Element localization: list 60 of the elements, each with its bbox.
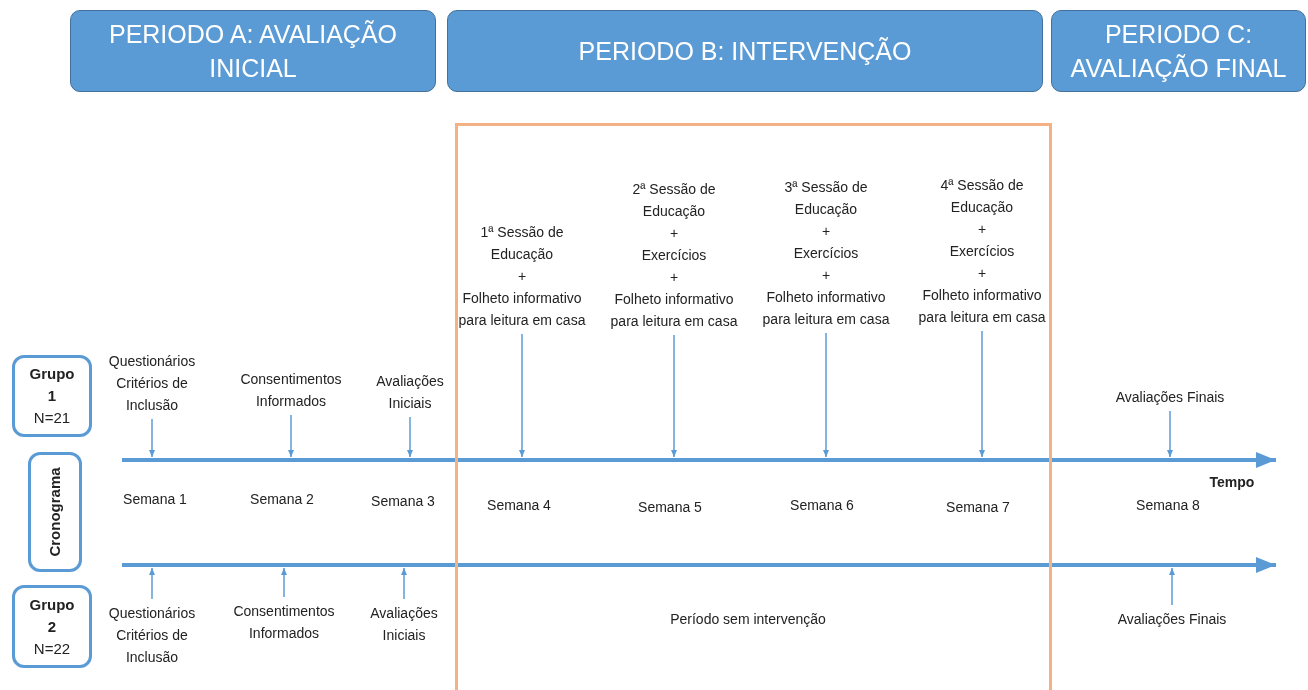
period-banner: PERIODO A: AVALIAÇÃO INICIAL xyxy=(70,10,436,92)
note-text: Período sem intervenção xyxy=(669,610,827,629)
plus-sign: + xyxy=(820,222,832,241)
axis-label: Tempo xyxy=(1208,473,1256,492)
arrow xyxy=(671,334,677,458)
session-text: Folheto informativo para leitura em casa xyxy=(761,288,891,329)
session-text: Folheto informativo para leitura em casa xyxy=(917,286,1047,327)
event-label: Questionários Critérios de Inclusão xyxy=(92,350,212,416)
week-label: Semana 4 xyxy=(486,496,552,515)
event-label: Avaliações Finais xyxy=(1090,386,1250,408)
plus-sign: + xyxy=(976,264,988,283)
intervention-frame xyxy=(455,123,1052,690)
event-label: Consentimentos Informados xyxy=(221,368,361,412)
event-label: Consentimentos Informados xyxy=(214,600,354,644)
timeline-box xyxy=(28,452,82,572)
week-label: Semana 6 xyxy=(789,496,855,515)
plus-sign: + xyxy=(668,224,680,243)
session-text: 4ª Sessão de Educação xyxy=(939,176,1025,217)
plus-sign: + xyxy=(516,267,528,286)
sample-size: N=21 xyxy=(33,408,71,428)
period-banner: PERIODO B: INTERVENÇÃO xyxy=(447,10,1043,92)
week-label: Semana 2 xyxy=(249,490,315,509)
arrow xyxy=(1169,567,1175,606)
arrow xyxy=(149,418,155,458)
arrow xyxy=(288,414,294,458)
arrow xyxy=(149,567,155,600)
event-label: Avaliações Finais xyxy=(1092,608,1252,630)
week-label: Semana 7 xyxy=(945,498,1011,517)
week-label: Semana 1 xyxy=(122,490,188,509)
plus-sign: + xyxy=(976,220,988,239)
group-title: Grupo 2 xyxy=(28,594,76,637)
event-label: Avaliações Iniciais xyxy=(359,602,449,646)
sample-size: N=22 xyxy=(33,638,71,659)
week-label: Semana 5 xyxy=(637,498,703,517)
week-label: Semana 3 xyxy=(370,492,436,511)
arrow xyxy=(979,330,985,458)
arrow xyxy=(519,333,525,458)
group-box xyxy=(12,355,92,437)
session-text: 3ª Sessão de Educação xyxy=(783,178,869,219)
arrow xyxy=(823,332,829,458)
group-title: Grupo 1 xyxy=(28,364,76,406)
timeline-title: Cronograma xyxy=(45,467,64,557)
session-text: Exercícios xyxy=(792,244,860,263)
session-text: Exercícios xyxy=(640,246,708,265)
week-label: Semana 8 xyxy=(1135,496,1201,515)
arrow xyxy=(401,567,407,600)
period-banner: PERIODO C: AVALIAÇÃO FINAL xyxy=(1051,10,1306,92)
plus-sign: + xyxy=(668,268,680,287)
session-text: Folheto informativo para leitura em casa xyxy=(609,290,739,331)
group-box xyxy=(12,585,92,668)
event-label: Questionários Critérios de Inclusão xyxy=(92,602,212,668)
session-text: 1ª Sessão de Educação xyxy=(479,223,565,264)
session-text: Folheto informativo para leitura em casa xyxy=(457,289,587,330)
plus-sign: + xyxy=(820,266,832,285)
event-label: Avaliações Iniciais xyxy=(365,370,455,414)
session-text: Exercícios xyxy=(948,242,1016,261)
arrow xyxy=(281,567,287,598)
arrow xyxy=(1167,410,1173,458)
session-text: 2ª Sessão de Educação xyxy=(631,180,717,221)
arrow xyxy=(407,416,413,458)
